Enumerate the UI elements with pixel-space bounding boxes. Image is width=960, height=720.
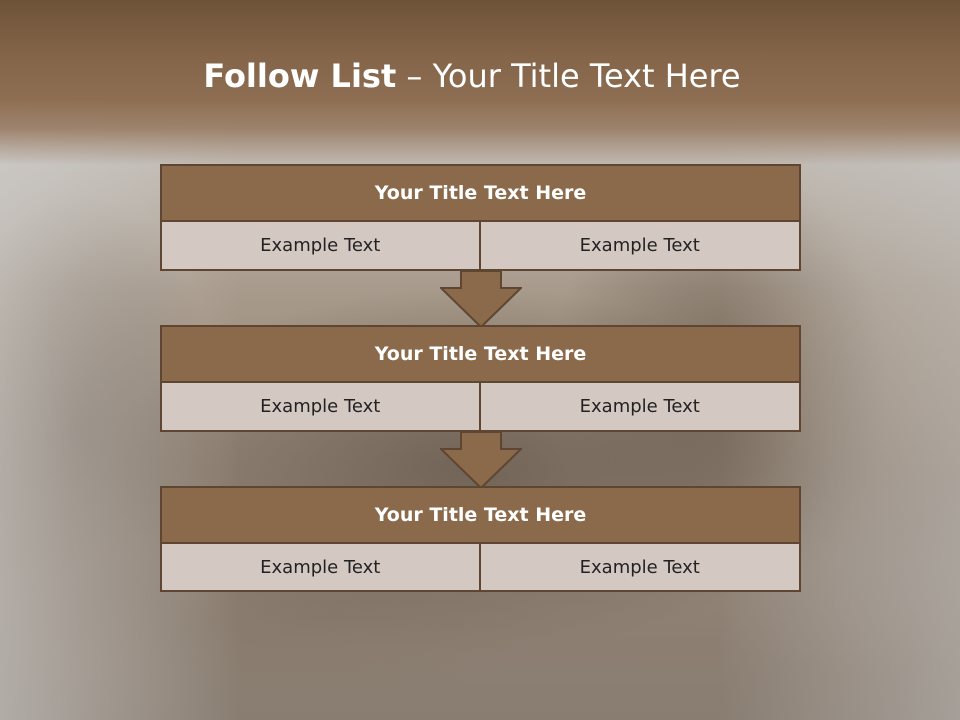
list-block-title: Your Title Text Here xyxy=(160,164,801,222)
list-block-cell-left: Example Text xyxy=(160,220,481,271)
list-block-2: Your Title Text Here Example Text Exampl… xyxy=(160,325,801,432)
page-title-separator: – xyxy=(396,57,433,95)
down-arrow-icon xyxy=(440,431,522,489)
list-block-cell-right: Example Text xyxy=(478,381,801,432)
list-block-cell-left: Example Text xyxy=(160,542,481,592)
header-band xyxy=(0,0,960,165)
list-block-title: Your Title Text Here xyxy=(160,486,801,544)
list-block-row: Example Text Example Text xyxy=(160,381,801,432)
page-title: Follow List – Your Title Text Here xyxy=(0,54,944,98)
list-block-cell-right: Example Text xyxy=(478,220,801,271)
page-title-text: Your Title Text Here xyxy=(432,57,741,95)
list-block-row: Example Text Example Text xyxy=(160,542,801,592)
page-title-bold: Follow List xyxy=(203,57,397,95)
list-block-row: Example Text Example Text xyxy=(160,220,801,271)
list-block-cell-right: Example Text xyxy=(478,542,801,592)
down-arrow-icon xyxy=(440,270,522,328)
list-block-1: Your Title Text Here Example Text Exampl… xyxy=(160,164,801,271)
list-block-title: Your Title Text Here xyxy=(160,325,801,383)
list-block-cell-left: Example Text xyxy=(160,381,481,432)
list-block-3: Your Title Text Here Example Text Exampl… xyxy=(160,486,801,592)
